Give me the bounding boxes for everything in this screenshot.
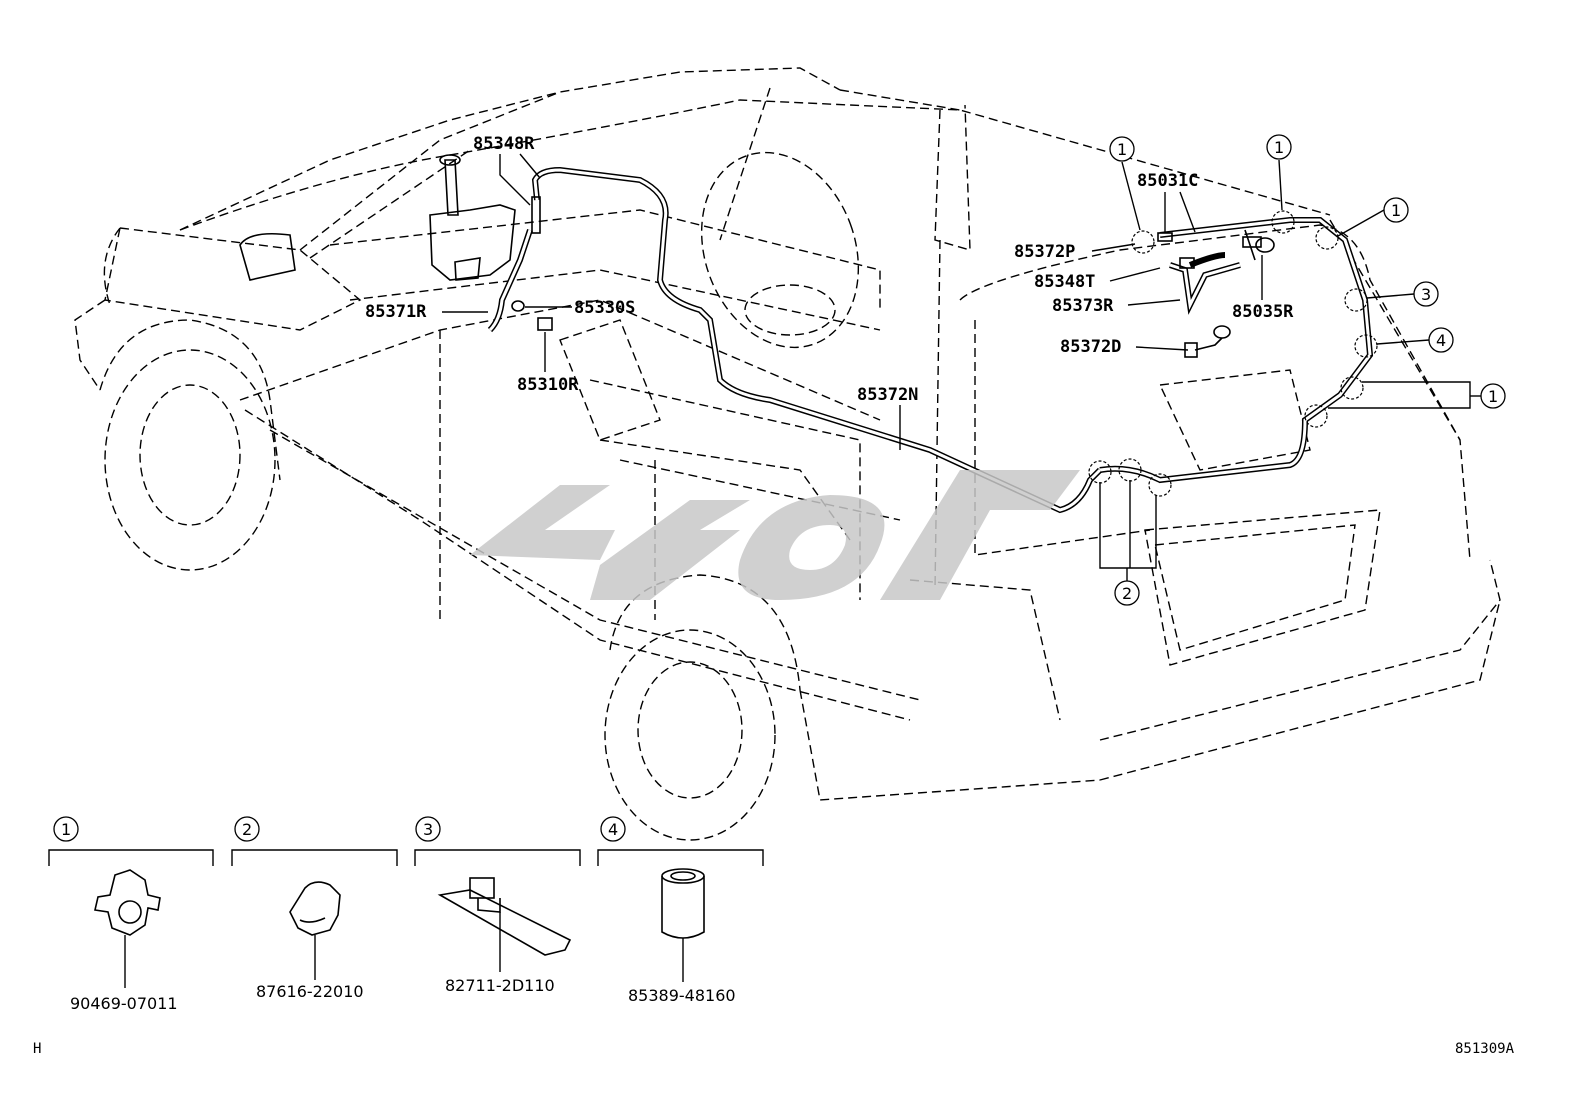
hose-clips (1088, 210, 1378, 497)
legend-part-2: 87616-22010 (256, 982, 364, 1001)
legend-item-4: 4 85389-48160 (597, 816, 764, 1005)
vehicle-body-outline (74, 67, 1501, 841)
svg-text:1: 1 (1117, 140, 1127, 159)
label-85031C: 85031C (1137, 171, 1198, 191)
clip-82711-icon (437, 877, 572, 972)
label-85348T: 85348T (1034, 272, 1095, 292)
callout-4: 4 (1376, 327, 1454, 353)
label-85348R: 85348R (473, 134, 535, 154)
svg-text:2: 2 (1122, 584, 1132, 603)
svg-text:3: 3 (423, 820, 433, 839)
legend-part-1: 90469-07011 (70, 994, 178, 1013)
svg-text:1: 1 (1488, 387, 1498, 406)
legend: 1 90469-07011 2 87616-22010 3 (48, 816, 764, 1013)
watermark-logo (470, 470, 1080, 600)
label-85372N: 85372N (857, 385, 918, 405)
legend-part-4: 85389-48160 (628, 986, 736, 1005)
clip-87616-icon (289, 881, 341, 980)
legend-item-1: 1 90469-07011 (48, 816, 214, 1013)
diagram-callouts: 1 1 1 3 4 1 2 (1099, 134, 1506, 606)
label-85035R: 85035R (1232, 302, 1294, 322)
callout-1-a: 1 (1109, 136, 1141, 231)
part-labels: 85348R 85371R 85330S 85310R 85372N 85372… (365, 134, 1294, 450)
label-85373R: 85373R (1052, 296, 1114, 316)
legend-part-3: 82711-2D110 (445, 976, 555, 995)
legend-item-2: 2 87616-22010 (231, 816, 398, 1001)
svg-text:4: 4 (608, 820, 618, 839)
svg-text:2: 2 (242, 820, 252, 839)
clip-90469-icon (94, 869, 161, 988)
rear-nozzle-parts (511, 196, 1275, 358)
svg-text:1: 1 (61, 820, 71, 839)
label-85372D: 85372D (1060, 337, 1121, 357)
label-85310R: 85310R (517, 375, 579, 395)
svg-text:4: 4 (1436, 331, 1446, 350)
legend-item-3: 3 82711-2D110 (414, 816, 581, 995)
label-85372P: 85372P (1014, 242, 1075, 262)
footer-left-code: H (33, 1041, 41, 1057)
footer-figure-number: 851309A (1455, 1041, 1515, 1057)
callout-1-b: 1 (1266, 134, 1292, 211)
clip-85389-icon (661, 868, 705, 982)
svg-text:1: 1 (1391, 201, 1401, 220)
label-85371R: 85371R (365, 302, 427, 322)
washer-tank (429, 154, 516, 281)
callout-1-c: 1 (1337, 197, 1409, 237)
svg-text:1: 1 (1274, 138, 1284, 157)
callout-3: 3 (1366, 281, 1439, 307)
callout-1-d: 1 (1328, 381, 1506, 409)
callout-2: 2 (1099, 480, 1157, 606)
washer-hoses (487, 166, 1374, 514)
svg-text:3: 3 (1421, 285, 1431, 304)
label-85330S: 85330S (574, 298, 635, 318)
